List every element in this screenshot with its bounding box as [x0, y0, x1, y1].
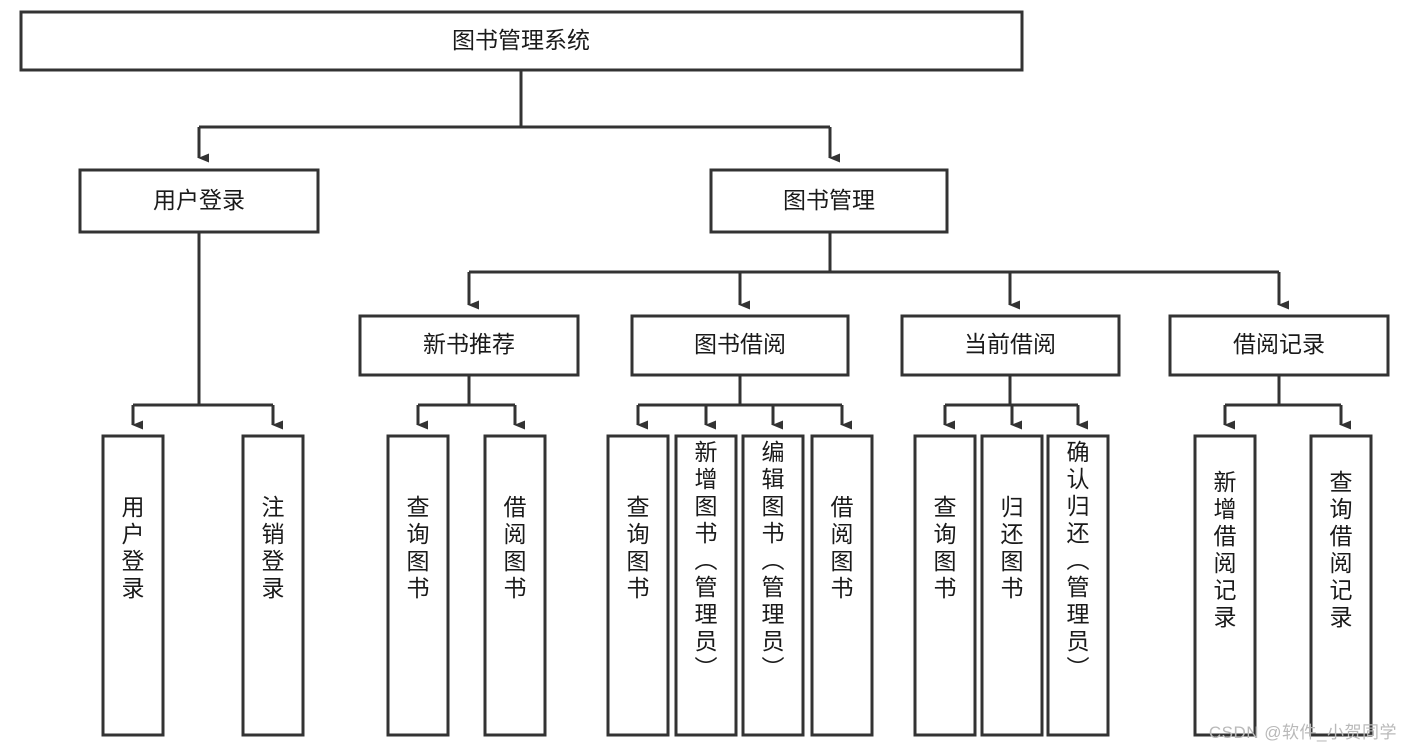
node-book-borrow-box[interactable]	[630, 314, 850, 377]
node-user-login[interactable]: 用户登录	[78, 168, 320, 234]
leaf-recommend-borrow-book-label: 借阅图书	[504, 494, 527, 601]
leaf-logout-box[interactable]	[241, 434, 305, 737]
node-current-borrow-box[interactable]	[900, 314, 1121, 377]
leaf-confirm-return-admin-box[interactable]	[1046, 434, 1110, 737]
leaf-recommend-query-book-label: 查询图书	[407, 494, 430, 601]
leaf-query-borrow-record-box[interactable]	[1309, 434, 1373, 737]
node-book-manage-label: 图书管理	[783, 187, 875, 213]
leaf-add-book-admin-box[interactable]	[674, 434, 738, 737]
leaf-return-book-box[interactable]	[980, 434, 1044, 737]
leaf-node[interactable]: 注销登录	[241, 434, 305, 737]
leaf-node[interactable]: 查询图书	[913, 434, 977, 737]
leaf-borrow-query-book-label: 查询图书	[627, 494, 650, 601]
node-book-borrow-label: 图书借阅	[694, 331, 786, 357]
leaf-node[interactable]: 编辑图书︵管理员︶	[741, 434, 805, 737]
leaf-add-borrow-record-label: 新增借阅记录	[1214, 469, 1237, 630]
node-root-label: 图书管理系统	[452, 27, 590, 53]
node-borrow-record[interactable]: 借阅记录	[1168, 314, 1390, 377]
leaf-node[interactable]: 用户登录	[101, 434, 165, 737]
node-current-borrow[interactable]: 当前借阅	[900, 314, 1121, 377]
node-book-borrow[interactable]: 图书借阅	[630, 314, 850, 377]
connector-group-new-book	[416, 375, 525, 430]
leaf-add-borrow-record-box[interactable]	[1193, 434, 1257, 737]
leaf-node[interactable]: 查询借阅记录	[1309, 434, 1373, 737]
leaf-node[interactable]: 归还图书	[980, 434, 1044, 737]
leaf-node[interactable]: 查询图书	[386, 434, 450, 737]
leaf-node[interactable]: 借阅图书	[810, 434, 874, 737]
leaf-node[interactable]: 新增图书︵管理员︶	[674, 434, 738, 737]
connector-group-root	[197, 70, 840, 163]
node-book-manage-box[interactable]	[709, 168, 949, 234]
connector-group-borrow-record	[1223, 375, 1351, 430]
leaf-node[interactable]: 新增借阅记录	[1193, 434, 1257, 737]
node-current-borrow-label: 当前借阅	[964, 331, 1056, 357]
connector-group-user-login	[131, 233, 283, 430]
leaf-user-login-box[interactable]	[101, 434, 165, 737]
leaf-return-book-label: 归还图书	[1001, 494, 1024, 601]
node-new-book-recommend[interactable]: 新书推荐	[358, 314, 580, 377]
leaf-query-borrow-record-label: 查询借阅记录	[1330, 469, 1353, 630]
node-book-manage[interactable]: 图书管理	[709, 168, 949, 234]
leaf-borrow-book-label: 借阅图书	[831, 494, 854, 601]
leaf-edit-book-admin-label: 编辑图书︵管理员︶	[762, 439, 785, 681]
leaf-user-login-label: 用户登录	[122, 494, 145, 601]
connector-group-current-borrow	[943, 375, 1088, 430]
node-user-login-box[interactable]	[78, 168, 320, 234]
leaf-node[interactable]: 借阅图书	[483, 434, 547, 737]
node-user-login-label: 用户登录	[153, 187, 245, 213]
leaf-logout-label: 注销登录	[262, 494, 285, 601]
node-root-box[interactable]	[19, 10, 1024, 72]
leaf-recommend-borrow-book-box[interactable]	[483, 434, 547, 737]
leaf-current-query-book-box[interactable]	[913, 434, 977, 737]
leaf-node[interactable]: 查询图书	[606, 434, 670, 737]
leaf-edit-book-admin-box[interactable]	[741, 434, 805, 737]
node-borrow-record-label: 借阅记录	[1233, 331, 1325, 357]
leaf-borrow-query-book-box[interactable]	[606, 434, 670, 737]
csdn-watermark: CSDN @软件_小贺同学	[1208, 723, 1397, 742]
leaf-recommend-query-book-box[interactable]	[386, 434, 450, 737]
node-new-book-recommend-label: 新书推荐	[423, 331, 515, 357]
node-borrow-record-box[interactable]	[1168, 314, 1390, 377]
leaf-confirm-return-admin-label: 确认归还︵管理员︶	[1067, 439, 1090, 681]
leaf-borrow-book-box[interactable]	[810, 434, 874, 737]
node-new-book-recommend-box[interactable]	[358, 314, 580, 377]
node-root[interactable]: 图书管理系统	[19, 10, 1024, 72]
connector-group-book-borrow	[636, 375, 852, 430]
connector-group-book-manage	[467, 232, 1289, 310]
leaf-current-query-book-label: 查询图书	[934, 494, 957, 601]
leaf-node[interactable]: 确认归还︵管理员︶	[1046, 434, 1110, 737]
leaf-add-book-admin-label: 新增图书︵管理员︶	[695, 439, 718, 681]
